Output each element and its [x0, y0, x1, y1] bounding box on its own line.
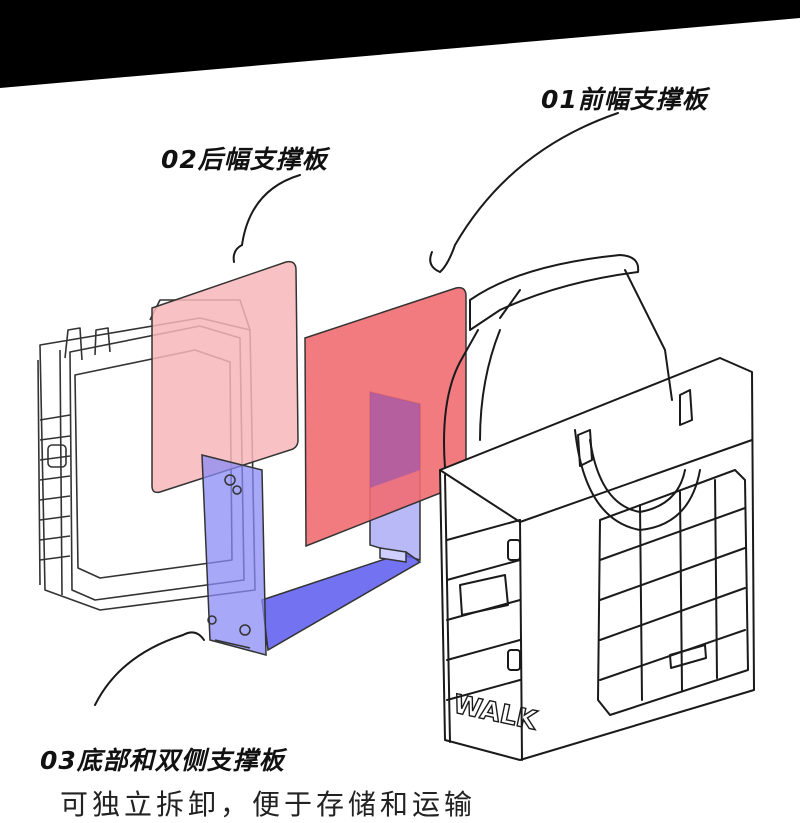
- front-bag-sketch: [440, 255, 754, 760]
- exploded-view-drawing: WALK: [0, 0, 800, 800]
- leader-bottom: [95, 635, 183, 705]
- leader-front: [440, 113, 618, 272]
- leader-front-hook: [430, 252, 440, 272]
- leader-back: [242, 175, 300, 245]
- front-panel-label: 01前幅支撑板: [541, 80, 708, 116]
- bottom-side-panel-label: 03底部和双侧支撑板: [40, 741, 285, 777]
- back-panel-label: 02后幅支撑板: [161, 140, 328, 176]
- diagram-stage: WALK 01前幅支撑板 02后幅支撑板 03底部和双侧支撑板 可独立拆卸，便于…: [0, 0, 800, 800]
- leader-back-hook: [234, 245, 242, 262]
- caption-text: 可独立拆卸，便于存储和运输: [60, 783, 476, 823]
- back-support-panel: [152, 262, 298, 493]
- leader-bottom-hook: [183, 632, 204, 640]
- top-banner: [0, 0, 800, 88]
